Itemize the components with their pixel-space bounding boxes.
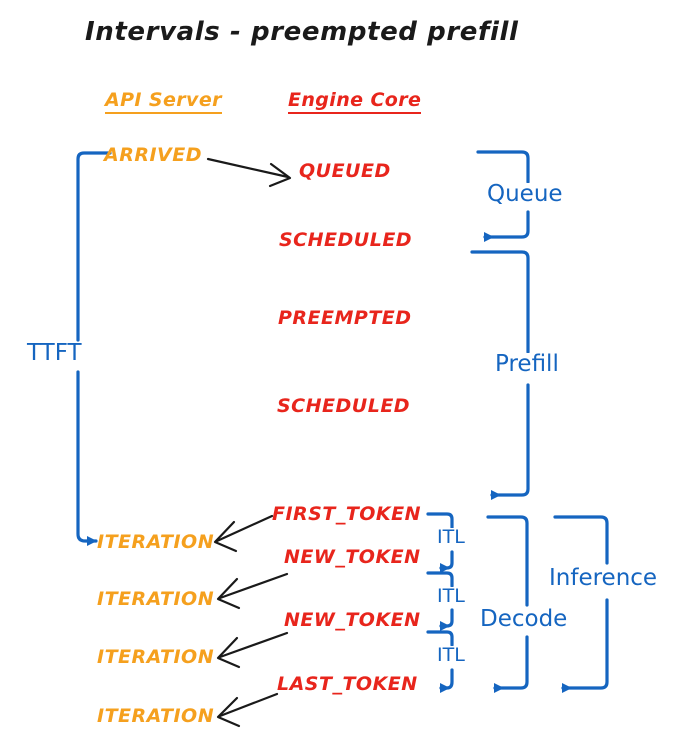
- api-event-iteration-1: ITERATION: [97, 531, 215, 553]
- page-title: Intervals - preempted prefill: [85, 17, 519, 47]
- api-event-iteration-3: ITERATION: [97, 646, 215, 668]
- api-event-iteration-2: ITERATION: [97, 588, 215, 610]
- arrow-last-token-to-iteration: [216, 692, 279, 728]
- interval-label-inference: Inference: [546, 567, 661, 590]
- column-header-api-server: API Server: [105, 91, 222, 114]
- arrow-arrived-to-queued: [206, 157, 292, 188]
- engine-event-preempted: PREEMPTED: [278, 307, 412, 329]
- engine-event-queued: QUEUED: [299, 160, 391, 182]
- engine-event-new-token-1: NEW_TOKEN: [284, 546, 421, 568]
- arrow-first-token-to-iteration: [213, 514, 274, 553]
- interval-label-decode: Decode: [477, 608, 571, 631]
- interval-label-itl-3: ITL: [434, 646, 468, 665]
- api-event-arrived: ARRIVED: [104, 144, 202, 166]
- api-event-iteration-4: ITERATION: [97, 705, 215, 727]
- inference-bracket: [553, 515, 609, 693]
- engine-event-first-token: FIRST_TOKEN: [272, 503, 422, 525]
- column-header-engine-core: Engine Core: [288, 91, 422, 114]
- engine-event-scheduled-2: SCHEDULED: [277, 395, 411, 417]
- engine-event-scheduled-1: SCHEDULED: [279, 229, 413, 251]
- interval-label-itl-2: ITL: [434, 587, 468, 606]
- engine-event-last-token: LAST_TOKEN: [277, 673, 418, 695]
- arrow-new-token-to-iteration-2: [216, 631, 289, 669]
- interval-label-prefill: Prefill: [492, 353, 562, 376]
- interval-label-itl-1: ITL: [434, 528, 468, 547]
- interval-label-queue: Queue: [484, 183, 566, 206]
- interval-label-ttft: TTFT: [24, 342, 85, 365]
- decode-bracket: [486, 515, 529, 693]
- engine-event-new-token-2: NEW_TOKEN: [284, 609, 421, 631]
- arrow-new-token-to-iteration-1: [216, 572, 289, 610]
